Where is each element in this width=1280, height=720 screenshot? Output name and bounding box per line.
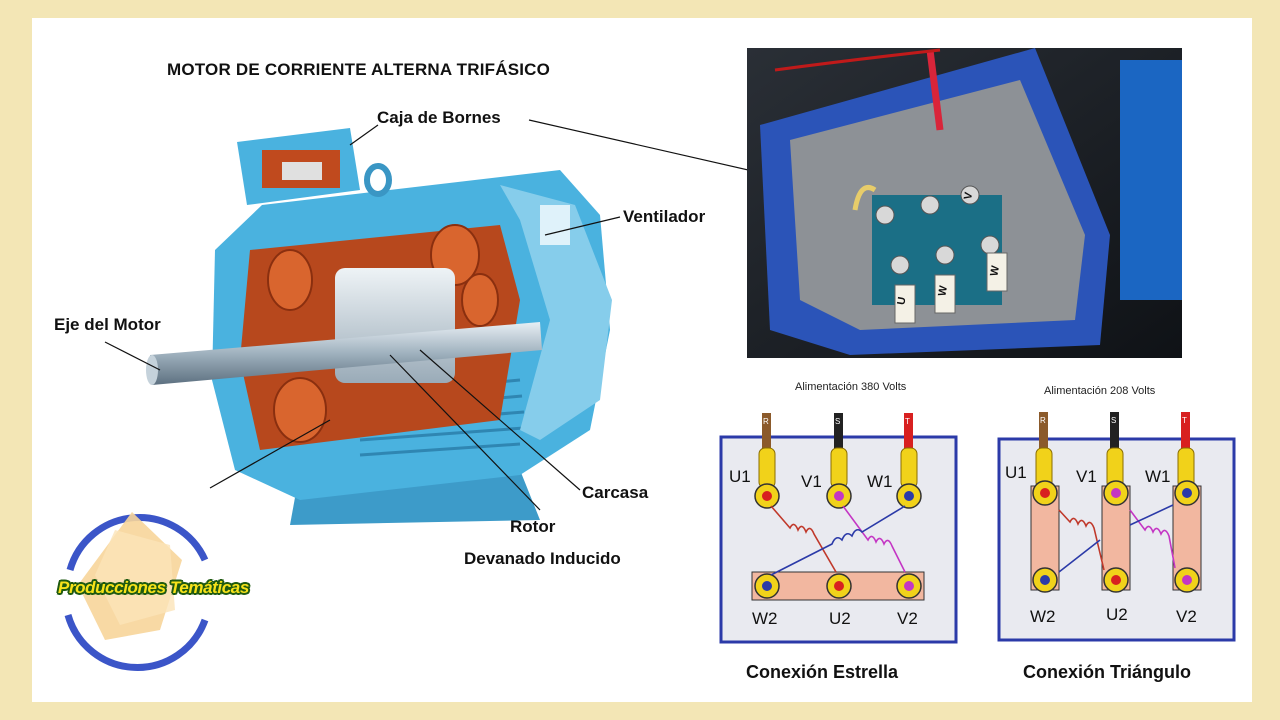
star-terminal-u1: U1 xyxy=(729,467,751,486)
star-terminal-w2: W2 xyxy=(752,609,778,628)
delta-terminal-u1: U1 xyxy=(1005,463,1027,482)
logo-diamond-inner xyxy=(95,530,175,625)
photo-terminal-w-2: W xyxy=(988,264,1003,278)
lifting-eye xyxy=(364,163,392,197)
logo-text: Producciones Temáticas xyxy=(58,578,249,597)
yellow-wire xyxy=(852,185,877,211)
star-phase-r: R xyxy=(763,417,769,426)
delta-terminal-w1: W1 xyxy=(1145,467,1171,486)
label-carcasa: Carcasa xyxy=(582,483,649,502)
delta-lead-s xyxy=(1110,412,1119,450)
star-terminal-v1: V1 xyxy=(801,472,822,491)
delta-dot-w1 xyxy=(1182,488,1192,498)
star-terminal-w1: W1 xyxy=(867,472,893,491)
star-dot-u2 xyxy=(834,581,844,591)
delta-terminal-v1: V1 xyxy=(1076,467,1097,486)
delta-terminal-v2: V2 xyxy=(1176,607,1197,626)
star-winding-v xyxy=(842,505,906,573)
probe-wire xyxy=(774,48,941,72)
terminal-block xyxy=(282,162,322,180)
delta-dot-v1 xyxy=(1111,488,1121,498)
motor-body-blue xyxy=(1120,60,1182,300)
delta-lead-t xyxy=(1181,412,1190,450)
delta-lead-r xyxy=(1039,412,1048,450)
delta-dot-u2 xyxy=(1111,575,1121,585)
delta-winding-v xyxy=(1129,509,1176,569)
star-dot-v2 xyxy=(904,581,914,591)
delta-phase-r: R xyxy=(1040,416,1046,425)
star-winding-u xyxy=(770,505,837,573)
logo xyxy=(64,512,209,671)
shaft-end xyxy=(146,355,158,385)
terminal-studs xyxy=(875,185,1000,275)
star-phase-t: T xyxy=(905,417,910,426)
star-dot-w2 xyxy=(762,581,772,591)
delta-diagram xyxy=(987,382,1242,682)
ventilador-shape xyxy=(540,205,570,245)
logo-arc-bottom xyxy=(64,614,209,671)
leader-lines xyxy=(104,119,828,511)
star-terminal-u2: U2 xyxy=(829,609,851,628)
delta-supply-label: Alimentación 208 Volts xyxy=(1044,385,1156,397)
star-lead-s xyxy=(834,413,843,451)
star-winding-w xyxy=(770,505,906,576)
star-terminal-v2: V2 xyxy=(897,609,918,628)
star-top-lugs xyxy=(758,447,918,489)
delta-winding-w xyxy=(1058,504,1174,573)
label-caja-de-bornes: Caja de Bornes xyxy=(377,108,501,127)
photo-terminal-w-1: W xyxy=(936,284,951,298)
test-probe xyxy=(926,49,944,131)
star-lead-r xyxy=(762,413,771,451)
star-dot-v1 xyxy=(834,491,844,501)
delta-dot-u1 xyxy=(1040,488,1050,498)
star-dot-w1 xyxy=(904,491,914,501)
star-dot-u1 xyxy=(762,491,772,501)
star-supply-label: Alimentación 380 Volts xyxy=(795,381,907,393)
delta-dot-w2 xyxy=(1040,575,1050,585)
fan-cover xyxy=(500,185,612,440)
star-diagram xyxy=(713,378,967,683)
motor-shaft xyxy=(150,322,542,385)
star-lead-t xyxy=(904,413,913,451)
delta-title: Conexión Triángulo xyxy=(1023,662,1192,682)
delta-dot-v2 xyxy=(1182,575,1192,585)
star-phase-s: S xyxy=(835,417,841,426)
label-rotor: Rotor xyxy=(510,517,556,536)
label-devanado-inducido: Devanado Inducido xyxy=(464,549,621,568)
delta-terminal-w2: W2 xyxy=(1030,607,1056,626)
delta-phase-s: S xyxy=(1111,416,1117,425)
main-title: MOTOR DE CORRIENTE ALTERNA TRIFÁSICO xyxy=(167,60,551,79)
delta-phase-t: T xyxy=(1182,416,1187,425)
label-ventilador: Ventilador xyxy=(623,207,706,226)
label-eje-del-motor: Eje del Motor xyxy=(54,315,161,334)
delta-terminal-u2: U2 xyxy=(1106,605,1128,624)
terminal-box-photo xyxy=(747,48,1182,358)
terminal-tags xyxy=(894,252,1008,324)
motor-cutaway xyxy=(146,128,612,525)
delta-winding-u xyxy=(1058,509,1105,571)
star-title: Conexión Estrella xyxy=(746,662,899,682)
